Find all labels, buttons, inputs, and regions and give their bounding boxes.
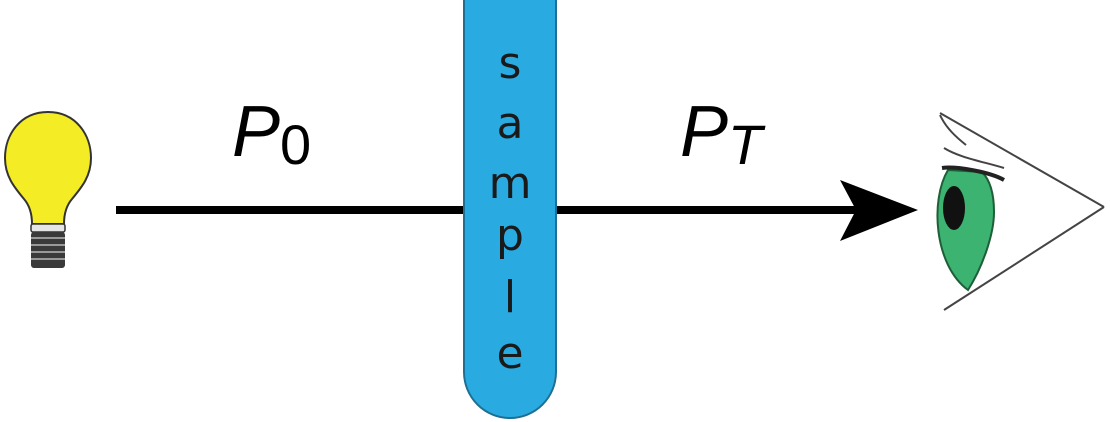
arrowhead <box>840 180 918 241</box>
incident-power-label: P0 <box>232 92 311 176</box>
sample-letter: s <box>499 38 522 89</box>
eye-icon <box>936 112 1105 311</box>
light-bulb-icon <box>3 110 93 268</box>
incident-power-subscript: 0 <box>280 113 311 176</box>
transmitted-power-label: PT <box>680 92 766 176</box>
sample-tube: s a m p l e <box>463 0 557 419</box>
sample-letter: p <box>496 210 524 261</box>
sample-letter: m <box>489 158 532 209</box>
sample-letter: a <box>497 98 524 149</box>
transmitted-power-subscript: T <box>728 113 766 176</box>
sample-letter: e <box>496 328 523 379</box>
sample-letter: l <box>504 272 516 323</box>
transmitted-power-symbol: P <box>680 92 728 172</box>
incident-power-symbol: P <box>232 92 280 172</box>
